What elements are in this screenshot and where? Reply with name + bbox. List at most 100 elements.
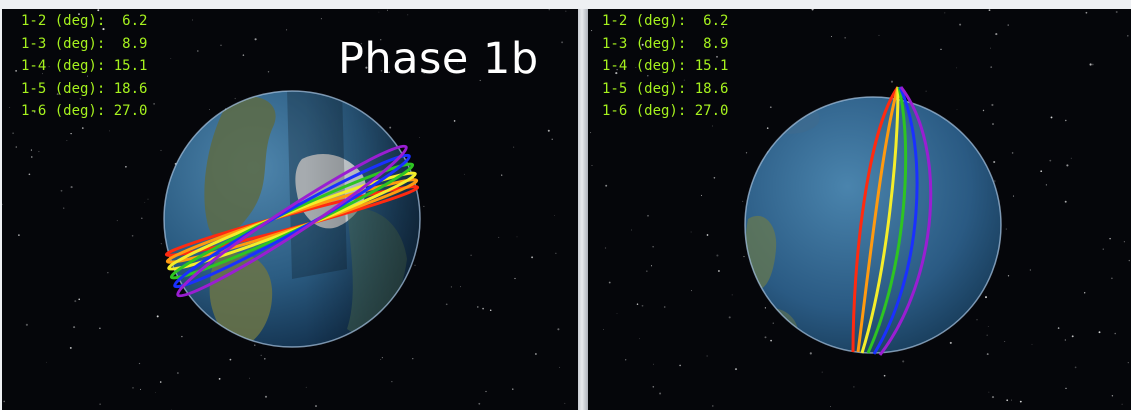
star — [1066, 164, 1069, 167]
star — [412, 358, 414, 360]
star — [196, 50, 199, 52]
star — [380, 39, 382, 41]
star — [615, 72, 618, 75]
star — [535, 353, 537, 355]
star — [1011, 152, 1014, 154]
pane-divider[interactable] — [578, 9, 588, 410]
star — [555, 252, 557, 254]
right-viewer-pane[interactable]: 1-2 (deg): 6.2 1-3 (deg): 8.9 1-4 (deg):… — [588, 9, 1131, 410]
star — [547, 129, 550, 132]
star — [99, 403, 101, 405]
star — [641, 43, 644, 46]
star — [956, 67, 958, 69]
star — [742, 200, 744, 202]
star — [1070, 157, 1072, 159]
star — [177, 372, 179, 374]
left-scene[interactable] — [2, 9, 578, 410]
star — [844, 37, 846, 39]
readout-row-1-2: 1-2 (deg): 6.2 — [602, 13, 729, 29]
orbit-track-5 — [173, 153, 411, 289]
star — [378, 11, 380, 13]
star — [991, 396, 995, 399]
star — [1057, 327, 1060, 329]
orbit-track-5 — [872, 86, 919, 355]
star — [3, 400, 5, 403]
star — [766, 127, 769, 129]
left-viewer-pane[interactable]: 1-2 (deg): 6.2 1-3 (deg): 8.9 1-4 (deg):… — [2, 9, 578, 410]
star — [485, 390, 487, 393]
star — [1011, 399, 1012, 401]
star — [551, 138, 553, 140]
star — [254, 344, 256, 346]
star — [66, 140, 68, 141]
star — [479, 79, 481, 82]
star — [1065, 119, 1067, 122]
star — [1121, 403, 1123, 405]
star — [1064, 200, 1067, 203]
orbit-track-6 — [176, 144, 408, 298]
star — [360, 42, 363, 45]
star — [344, 65, 346, 68]
star — [98, 23, 100, 25]
star — [141, 217, 143, 220]
star — [160, 149, 162, 151]
star — [78, 298, 80, 301]
star — [1071, 335, 1074, 338]
star — [147, 198, 149, 200]
readout-row-1-4: 1-4 (deg): 15.1 — [602, 58, 729, 75]
star — [78, 13, 80, 15]
star — [565, 10, 567, 12]
star — [234, 97, 236, 100]
star — [652, 246, 654, 248]
star — [531, 256, 534, 259]
star — [419, 136, 420, 138]
star — [102, 28, 105, 31]
star — [1004, 341, 1006, 342]
star — [652, 386, 655, 388]
star — [9, 107, 11, 108]
star — [30, 149, 32, 151]
star — [144, 202, 146, 204]
star — [764, 307, 767, 309]
star — [381, 357, 383, 359]
star — [1098, 331, 1101, 334]
star — [713, 177, 716, 179]
star — [679, 364, 681, 367]
star — [286, 29, 288, 31]
right-scene[interactable] — [588, 9, 1131, 410]
earth-globe — [163, 90, 421, 348]
star — [498, 236, 500, 238]
angle-readout: 1-2 (deg): 6.2 1-3 (deg): 8.9 1-4 (deg):… — [21, 10, 147, 123]
star — [388, 71, 390, 74]
star — [1111, 277, 1113, 280]
star — [28, 173, 31, 176]
star — [482, 307, 484, 310]
star — [959, 23, 962, 26]
star — [557, 328, 560, 331]
star — [489, 309, 492, 311]
star — [209, 109, 210, 110]
star — [992, 123, 994, 125]
star — [548, 9, 550, 11]
star — [478, 402, 481, 405]
star — [976, 319, 978, 321]
star — [706, 355, 708, 357]
star — [986, 334, 988, 336]
star — [1085, 11, 1088, 14]
star — [982, 109, 985, 112]
star — [991, 103, 994, 107]
star — [988, 9, 991, 11]
star — [608, 281, 611, 284]
star — [554, 214, 556, 216]
star — [248, 377, 250, 379]
star — [772, 322, 775, 324]
star — [646, 270, 648, 272]
star — [1040, 170, 1043, 173]
star — [769, 106, 772, 109]
star — [1012, 195, 1015, 197]
star — [456, 63, 458, 65]
star — [559, 366, 561, 368]
readout-row-1-5: 1-5 (deg): 18.6 — [602, 80, 729, 97]
star — [74, 300, 77, 303]
star — [170, 58, 172, 59]
